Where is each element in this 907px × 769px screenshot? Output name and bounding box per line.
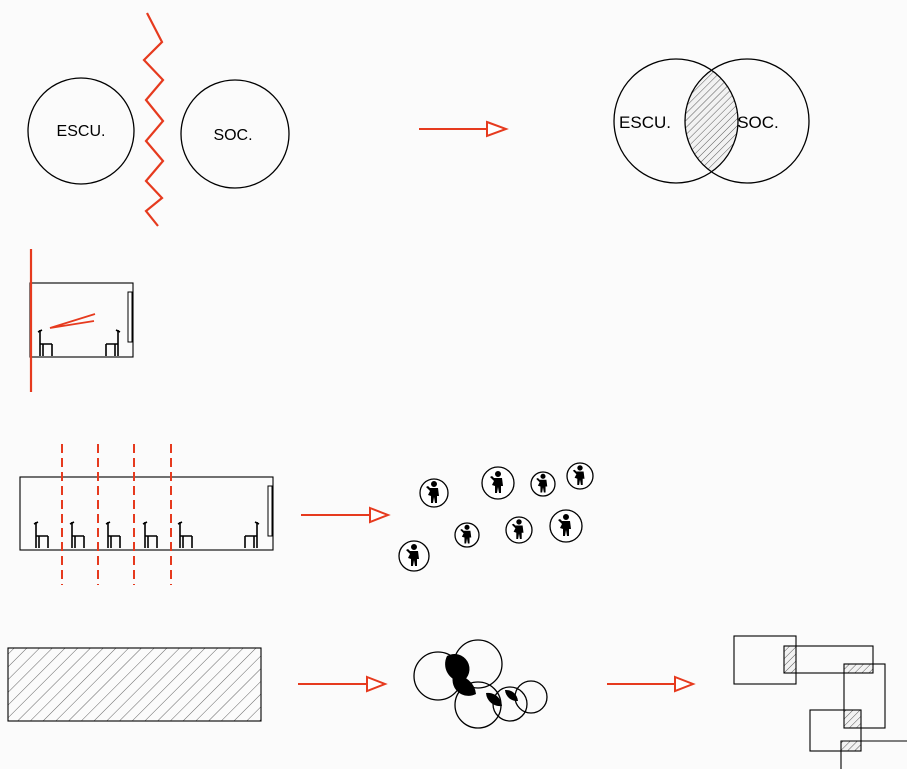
school-label-left: ESCU. <box>57 123 106 140</box>
arrow-right-icon <box>298 675 388 693</box>
chair-icon <box>142 521 158 549</box>
school-label-right: ESCU. <box>619 113 671 132</box>
person-figure-icon <box>454 522 480 548</box>
hatched-block <box>7 647 262 722</box>
chair-icon <box>105 521 121 549</box>
classroom-long <box>19 444 274 585</box>
classroom-small <box>29 249 134 392</box>
society-circle-right <box>684 58 810 184</box>
chair-icon <box>105 329 121 357</box>
chair-icon <box>37 329 53 357</box>
person-figure-icon <box>398 540 430 572</box>
person-figure-icon <box>566 462 594 490</box>
overlapping-rectangles <box>733 635 907 769</box>
person-figure-icon <box>419 478 449 508</box>
arrow-right-icon <box>301 506 391 524</box>
zigzag-divider <box>142 12 165 227</box>
chair-icon <box>244 521 260 549</box>
school-circle-right <box>613 58 739 184</box>
arrow-right-icon <box>419 120 509 138</box>
arrow-right-icon <box>607 675 696 693</box>
person-figure-icon <box>505 516 533 544</box>
overlapping-circles-cluster <box>413 639 548 729</box>
overlapping-circles-group: ESCU. SOC. <box>613 58 810 184</box>
individual-people-group <box>398 462 594 572</box>
separated-circles-group: ESCU. SOC. <box>27 12 290 227</box>
society-circle-left <box>180 79 290 189</box>
chair-icon <box>177 521 193 549</box>
sightline <box>49 313 96 329</box>
person-figure-icon <box>530 471 556 497</box>
person-figure-icon <box>481 466 515 500</box>
chair-icon <box>69 521 85 549</box>
school-circle-left <box>27 77 135 185</box>
chair-icon <box>33 521 49 549</box>
person-figure-icon <box>549 509 583 543</box>
society-label-left: SOC. <box>213 127 252 144</box>
society-label-right: SOC. <box>737 113 779 132</box>
